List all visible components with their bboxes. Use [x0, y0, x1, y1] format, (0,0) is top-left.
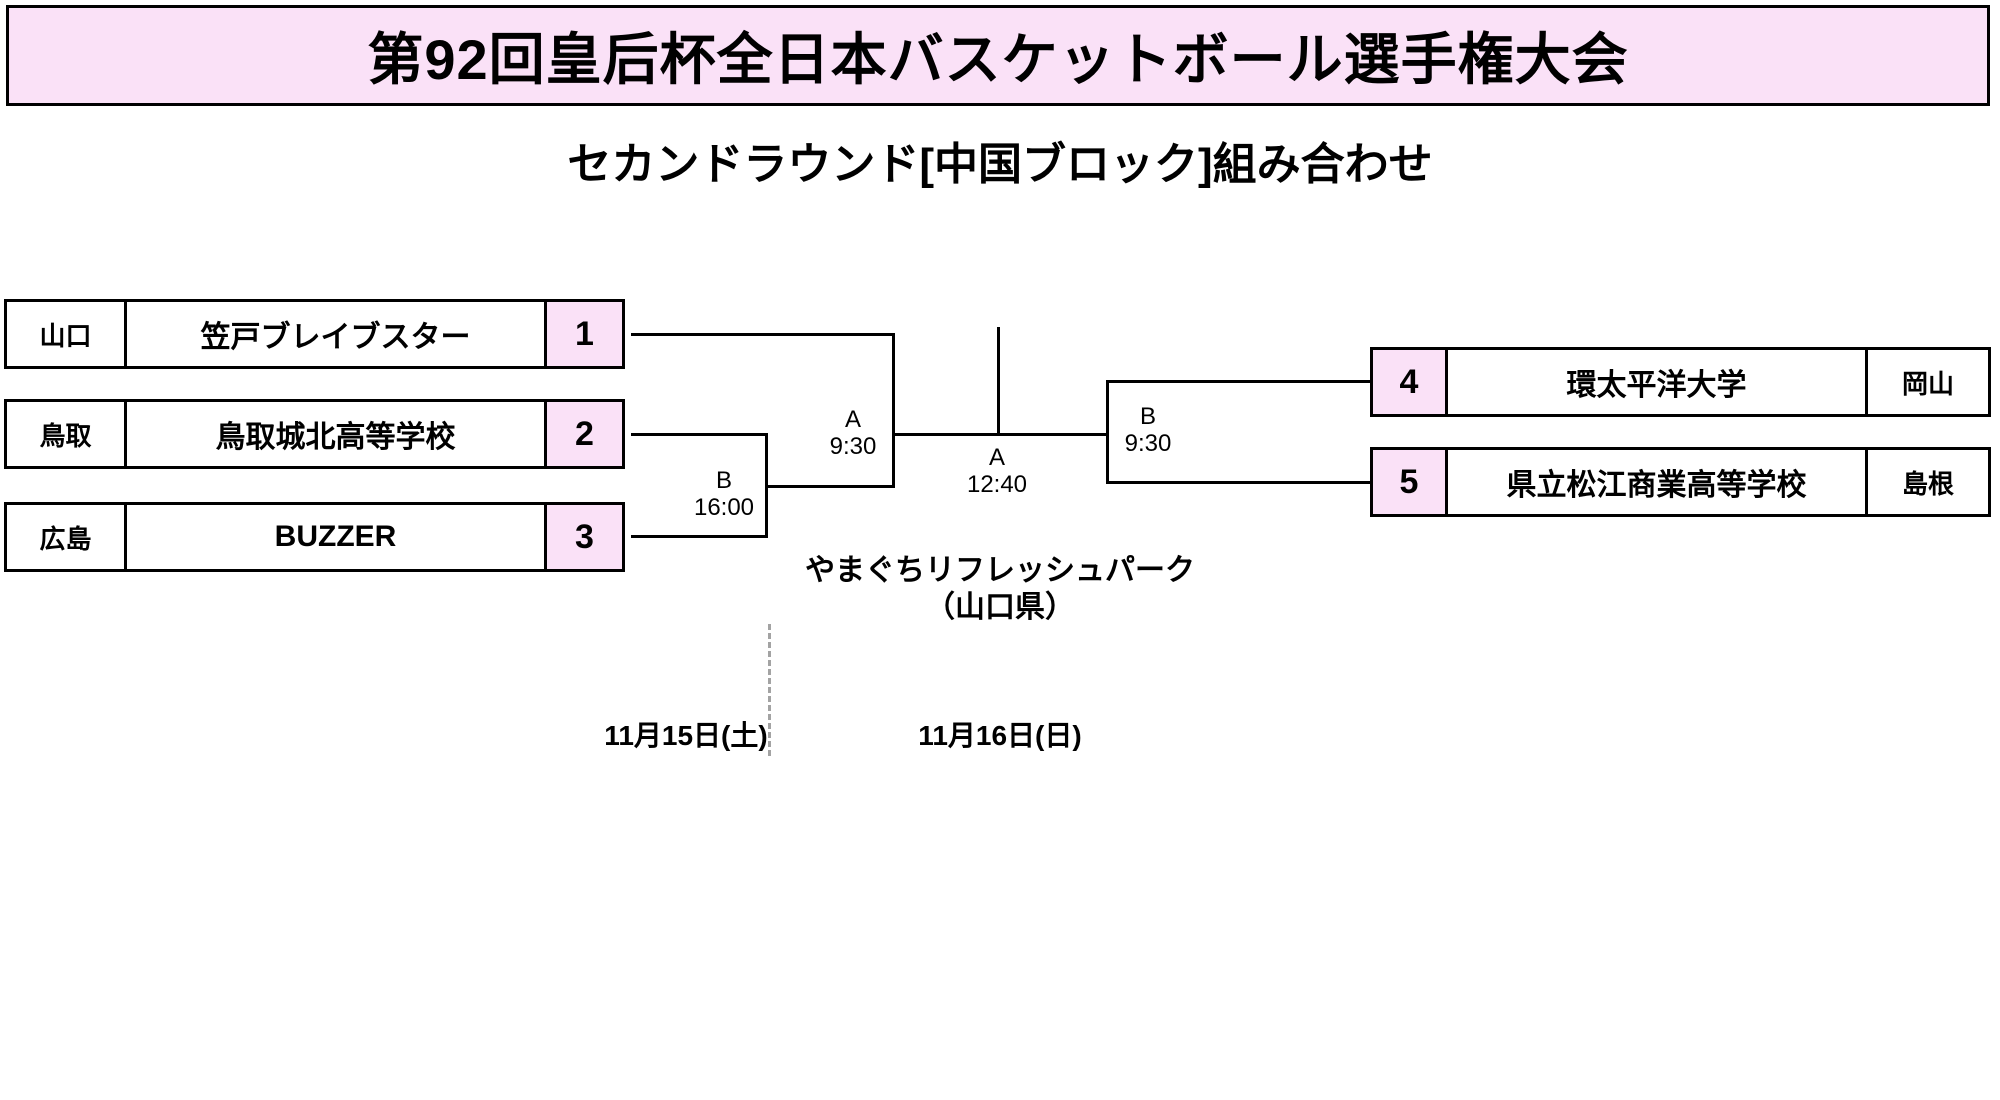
match-time: 9:30: [1124, 430, 1172, 457]
prefecture-cell: 鳥取: [7, 402, 127, 466]
match-time: 12:40: [966, 471, 1028, 498]
bracket-line-seed4-out: [1106, 380, 1370, 383]
team-name-cell: BUZZER: [127, 505, 547, 569]
bracket-line-champion-stub: [997, 327, 1000, 436]
day-divider-dashed-line: [768, 624, 771, 756]
round-subtitle: セカンドラウンド[中国ブロック]組み合わせ: [567, 140, 1433, 189]
team-row-seed5: 5 県立松江商業高等学校 島根: [1370, 447, 1991, 517]
team-row-seed1: 山口 笠戸ブレイブスター 1: [4, 299, 625, 369]
prefecture-cell: 岡山: [1901, 368, 1954, 399]
bracket-line-matchB-winner: [765, 485, 895, 488]
seed-cell: 4: [1373, 350, 1448, 414]
team-row-seed4: 4 環太平洋大学 岡山: [1370, 347, 1991, 417]
bracket-line-seed1-out: [631, 333, 895, 336]
seed-cell: 1: [547, 302, 622, 366]
match-code: A: [988, 444, 1005, 471]
bracket-line-matchA-vertical: [892, 333, 895, 488]
match-label-right-first: B 9:30: [1073, 403, 1223, 457]
match-label-left-first: B 16:00: [649, 467, 799, 521]
bracket-line-seed2-out: [631, 433, 768, 436]
team-row-seed2: 鳥取 鳥取城北高等学校 2: [4, 399, 625, 469]
team-name-cell: 鳥取城北高等学校: [127, 402, 547, 466]
bracket-line-right-matchB-vertical: [1106, 380, 1109, 484]
seed-cell: 2: [547, 402, 622, 466]
match-label-final: A 12:40: [922, 444, 1072, 498]
match-code: B: [715, 467, 732, 494]
tournament-title: 第92回皇后杯全日本バスケットボール選手権大会: [367, 28, 1629, 91]
team-name-cell: 県立松江商業高等学校: [1448, 450, 1868, 514]
venue-region: （山口県）: [925, 591, 1075, 624]
venue-block: やまぐちリフレッシュパーク （山口県）: [700, 552, 1300, 626]
bracket-line-seed5-out: [1106, 481, 1370, 484]
prefecture-cell: 広島: [7, 505, 127, 569]
match-label-left-semi: A 9:30: [778, 406, 928, 460]
header-bar: 第92回皇后杯全日本バスケットボール選手権大会: [6, 5, 1990, 106]
match-code: B: [1139, 403, 1156, 430]
prefecture-cell: 山口: [7, 302, 127, 366]
match-time: 9:30: [829, 433, 877, 460]
team-name-cell: 笠戸ブレイブスター: [127, 302, 547, 366]
date-day1-label: 11月15日(土): [604, 720, 768, 751]
bracket-line-seed3-out: [631, 535, 768, 538]
prefecture-cell: 島根: [1901, 468, 1954, 499]
date-day2-label: 11月16日(日): [918, 720, 1082, 751]
team-name-cell: 環太平洋大学: [1448, 350, 1868, 414]
match-code: A: [844, 406, 861, 433]
venue-name: やまぐちリフレッシュパーク: [805, 554, 1195, 587]
match-time: 16:00: [693, 494, 755, 521]
bracket-line-final: [892, 433, 1109, 436]
team-row-seed3: 広島 BUZZER 3: [4, 502, 625, 572]
seed-cell: 5: [1373, 450, 1448, 514]
seed-cell: 3: [547, 505, 622, 569]
